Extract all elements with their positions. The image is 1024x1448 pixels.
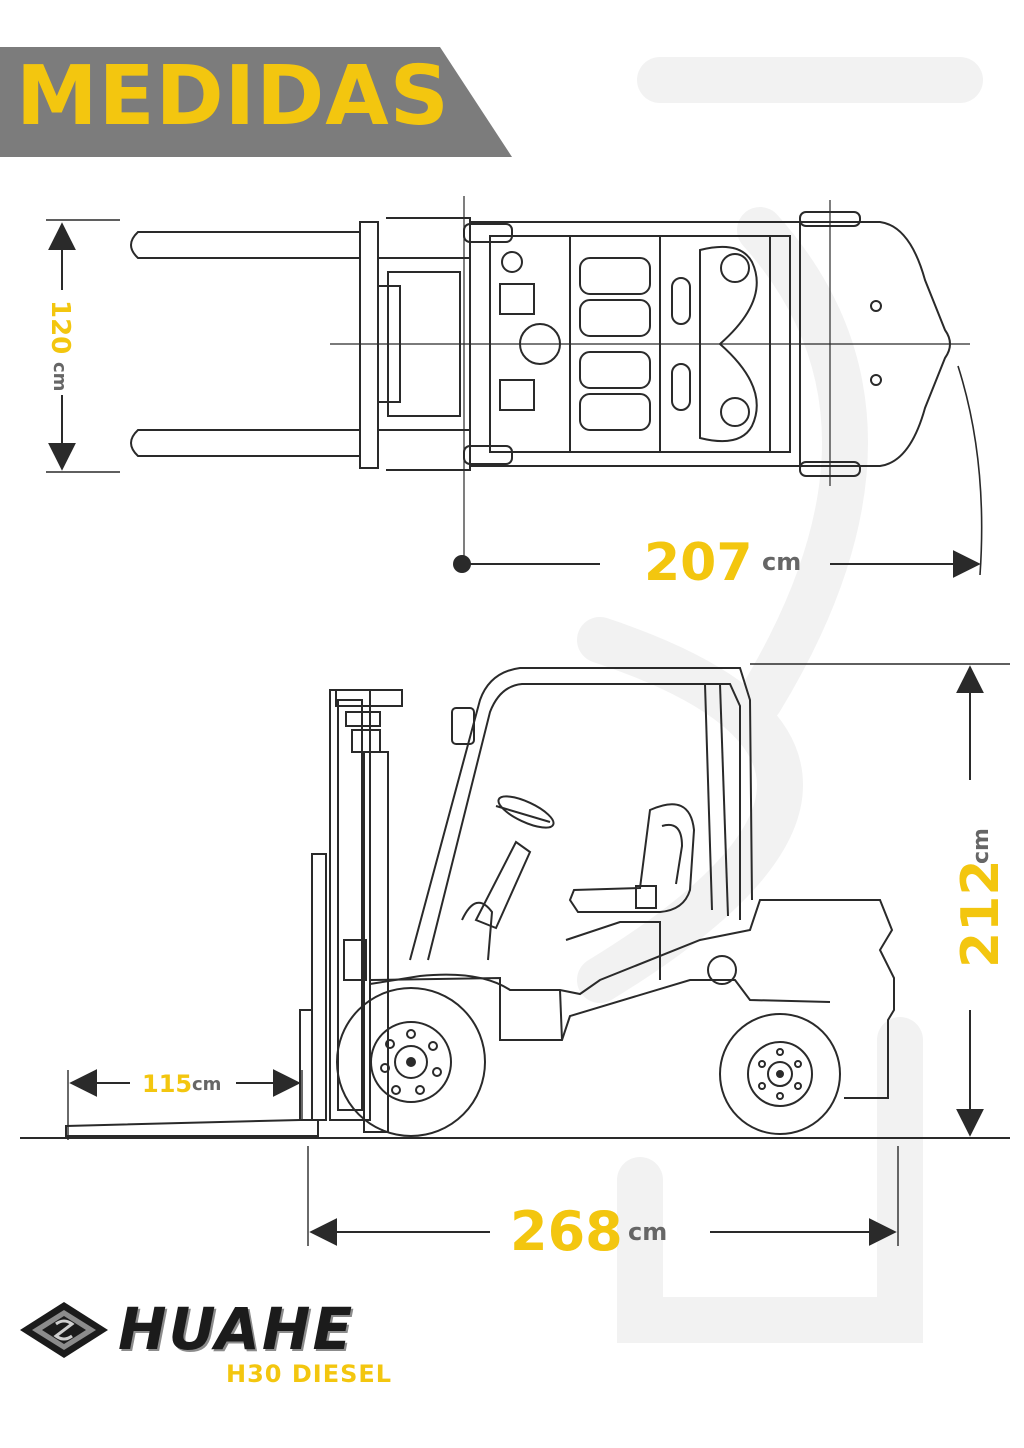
side-view xyxy=(20,667,1010,1139)
height-unit: cm xyxy=(969,828,994,864)
fork-length-value: 115 xyxy=(142,1070,192,1098)
width-unit: cm xyxy=(49,362,70,391)
brand-name: HUAHE xyxy=(118,1295,355,1363)
header-banner xyxy=(0,47,512,157)
height-value: 212 xyxy=(951,859,1011,968)
page-title: MEDIDAS xyxy=(16,49,450,144)
brand-block: HUAHE H30 DIESEL xyxy=(18,1300,438,1400)
top-view xyxy=(130,196,983,576)
length-unit: cm xyxy=(628,1218,667,1246)
turning-radius-value: 207 xyxy=(644,533,753,593)
huahe-logo-icon xyxy=(20,1302,108,1358)
fork-length-unit: cm xyxy=(192,1074,221,1095)
length-value: 268 xyxy=(510,1200,623,1263)
brand-model: H30 DIESEL xyxy=(226,1360,393,1388)
turning-radius-unit: cm xyxy=(762,548,801,576)
width-value: 120 xyxy=(45,300,75,354)
